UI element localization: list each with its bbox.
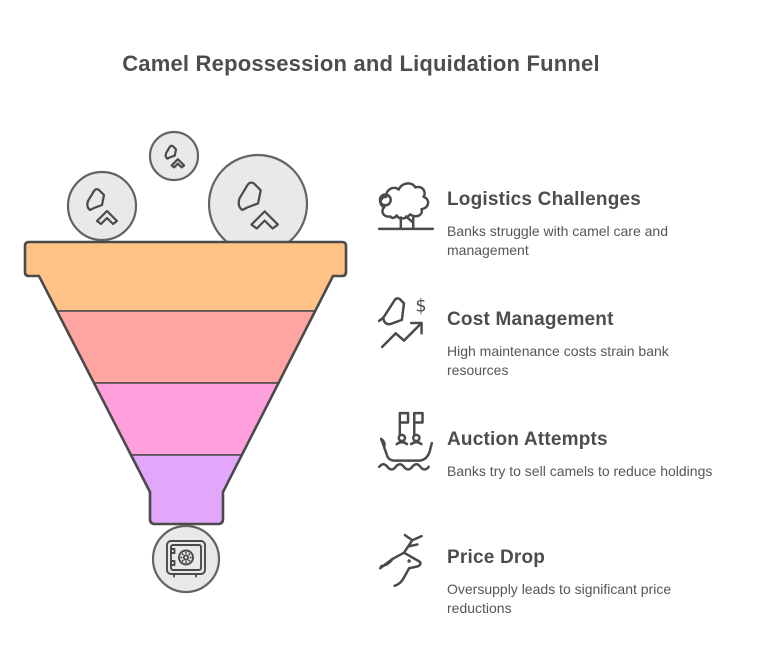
item-desc-logistics: Banks struggle with camel care and manag… bbox=[447, 223, 668, 258]
sheep-icon bbox=[377, 182, 435, 231]
list-item-auction: Auction Attempts Banks try to sell camel… bbox=[376, 408, 712, 481]
list-item-cost: $ Cost Management High maintenance costs… bbox=[376, 294, 712, 380]
camel-bubbles bbox=[66, 130, 309, 255]
page-title: Camel Repossession and Liquidation Funne… bbox=[122, 51, 600, 76]
funnel-stage-1 bbox=[24, 241, 347, 312]
safe-icon bbox=[166, 540, 206, 578]
deer-icon bbox=[378, 533, 423, 588]
item-desc-auction: Banks try to sell camels to reduce holdi… bbox=[447, 463, 713, 479]
item-title-price-drop: Price Drop bbox=[447, 547, 546, 568]
dollar-icon: $ bbox=[415, 297, 426, 317]
funnel-stages bbox=[23, 240, 348, 526]
camel-dollar-arrow-icon: $ bbox=[377, 297, 427, 349]
auction-paddles-boat-icon bbox=[377, 411, 434, 471]
funnel-outline bbox=[23, 240, 348, 526]
list-item-logistics: Logistics Challenges Banks struggle with… bbox=[376, 174, 712, 260]
item-title-logistics: Logistics Challenges bbox=[447, 189, 642, 210]
funnel-stage-2 bbox=[55, 310, 317, 384]
item-title-auction: Auction Attempts bbox=[447, 429, 608, 450]
list-item-price-drop: Price Drop Oversupply leads to significa… bbox=[376, 532, 712, 618]
outlet-bubble bbox=[151, 524, 221, 594]
item-desc-cost: High maintenance costs strain bank resou… bbox=[447, 343, 669, 378]
item-desc-price-drop: Oversupply leads to significant price re… bbox=[447, 581, 672, 616]
item-title-cost: Cost Management bbox=[447, 309, 614, 330]
funnel-stage-3 bbox=[92, 382, 281, 456]
